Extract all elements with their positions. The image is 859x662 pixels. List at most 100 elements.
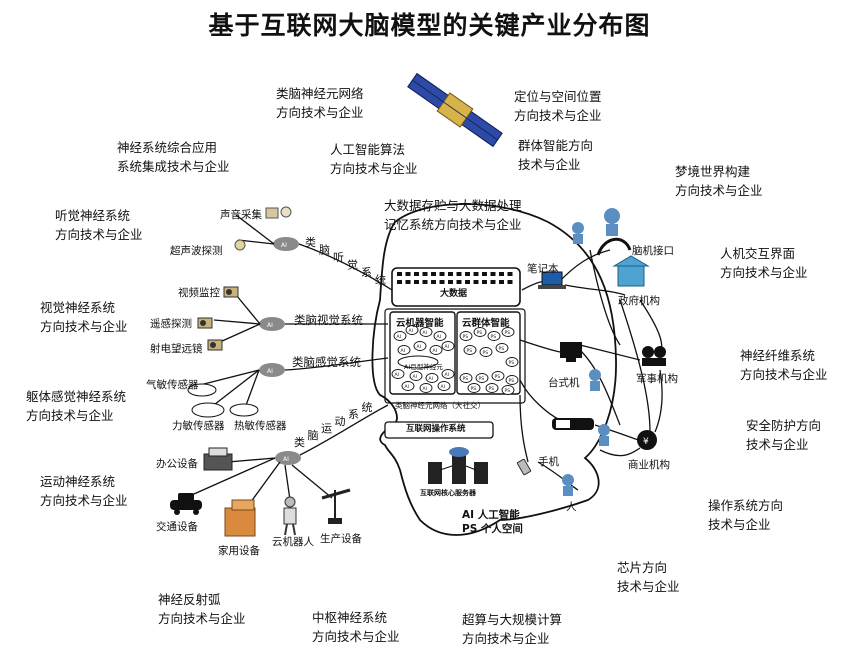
svg-text:AI: AI (283, 456, 289, 463)
brain-bigdata: 大数据 (440, 289, 468, 299)
pathway-char: 脑 (319, 244, 330, 257)
satellite-icon (407, 72, 503, 148)
brain-core-server: 互联网核心服务器 (420, 489, 476, 497)
bigdata-block (490, 272, 496, 276)
military-icon (642, 346, 666, 366)
pathway-auditory: 类脑听觉系统 (305, 235, 386, 287)
neuron-node (409, 371, 423, 381)
neuron-node (393, 331, 407, 341)
pathway-char: 运 (321, 422, 332, 435)
hub-motor (275, 451, 301, 465)
industry-somato: 躯体感觉神经系统方向技术与企业 (26, 389, 127, 423)
pathway-motor: 类脑运动系统 (294, 401, 373, 449)
pathway-char: 脑 (308, 429, 319, 442)
neuron-node (419, 383, 433, 393)
person-icon-head (562, 474, 574, 486)
giant-neuron (397, 355, 439, 369)
node-production: 生产设备 (320, 533, 362, 545)
bigdata-block (405, 272, 411, 276)
bigdata-block (456, 272, 462, 276)
bigdata-box (391, 267, 521, 307)
bigdata-block (507, 280, 513, 284)
notebook-icon (538, 271, 566, 289)
pathway-char: 统 (362, 401, 373, 414)
neuron-node-label: AI (445, 344, 449, 350)
svg-text:AI: AI (281, 242, 287, 249)
gov-building-icon (612, 255, 650, 287)
neuron-node-label: PS (499, 346, 505, 352)
neuron-node (475, 373, 489, 383)
neuron-net-box (384, 308, 526, 404)
bigdata-block (431, 272, 436, 276)
node-commerce: 商业机构 (628, 459, 670, 471)
node-phone: 手机 (538, 456, 559, 468)
bigdata-block (414, 280, 419, 284)
industry-chip: 芯片方向技术与企业 (617, 560, 680, 594)
head-outline (371, 203, 617, 536)
neuron-node (505, 357, 519, 367)
pathway-char: 统 (375, 274, 386, 287)
neuron-node (441, 369, 455, 379)
node-remote: 遥感探测 (150, 318, 192, 330)
neuron-node-label: AI (445, 372, 449, 378)
person-icon-body (607, 224, 617, 234)
neuron-node (501, 327, 515, 337)
brain-ai-giant: AI巨型神经元 (404, 363, 443, 371)
industry-dreamworld: 梦境世界构建方向技术与企业 (675, 164, 763, 198)
node-office: 办公设备 (156, 458, 198, 470)
neuron-node (433, 331, 447, 341)
neuron-node (485, 383, 499, 393)
neuron-node (391, 369, 405, 379)
neuron-node-label: PS (505, 388, 511, 394)
neuron-node-label: PS (463, 376, 469, 382)
camera-icon (223, 286, 239, 298)
pathway-char: 类 (305, 235, 316, 249)
page-title: 基于互联网大脑模型的关键产业分布图 (208, 11, 651, 40)
bigdata-block (422, 280, 428, 284)
neuron-node-label: AI (423, 330, 427, 336)
bigdata-block (465, 280, 470, 284)
telescope-icon (207, 339, 223, 351)
neuron-node-label: AI (401, 348, 405, 354)
bigdata-block (397, 272, 402, 276)
industry-motor: 运动神经系统方向技术与企业 (40, 474, 128, 508)
node-home: 家用设备 (218, 545, 260, 557)
neuron-node (463, 345, 477, 355)
neuron-node-label: PS (491, 334, 497, 340)
neuron-node-label: PS (467, 348, 473, 354)
brain-cloud-machine: 云机器智能 (396, 318, 444, 329)
hub-auditory (273, 237, 299, 251)
industry-auditory: 听觉神经系统方向技术与企业 (55, 208, 143, 242)
industry-reflex: 神经反射弧方向技术与企业 (158, 592, 246, 626)
neuron-node (441, 341, 455, 351)
person-icons (562, 212, 618, 496)
node-ultrasound: 超声波探测 (170, 245, 223, 257)
core-server-icon (428, 447, 488, 484)
industry-nerve-fiber: 神经纤维系统方向技术与企业 (740, 348, 828, 382)
neuron-node (397, 345, 411, 355)
neuron-node-label: AI (433, 348, 437, 354)
industry-positioning: 定位与空间位置方向技术与企业 (514, 89, 602, 123)
neuron-node (459, 373, 473, 383)
os-box (384, 421, 494, 439)
bigdata-block (499, 280, 504, 284)
industry-brain-neuron-net: 类脑神经元网络方向技术与企业 (276, 86, 364, 120)
desktop-icon (560, 342, 582, 362)
neuron-node (479, 347, 493, 357)
bigdata-block (422, 272, 428, 276)
bigdata-block (499, 272, 504, 276)
industry-ai-algorithm: 人工智能算法方向技术与企业 (330, 142, 418, 176)
remote-sensing-icon (197, 317, 213, 329)
bigdata-blocks (397, 272, 513, 284)
industry-visual: 视觉神经系统方向技术与企业 (40, 300, 128, 334)
neuron-node-label: PS (463, 334, 469, 340)
pathway-char: 动 (335, 415, 346, 428)
svg-text:AI: AI (267, 368, 273, 375)
svg-text:¥: ¥ (643, 437, 649, 447)
neuron-node-label: AI (397, 334, 401, 340)
neuron-node-label: PS (489, 386, 495, 392)
industry-supercomp: 超算与大规模计算方向技术与企业 (462, 612, 563, 646)
pathway-char: 类 (294, 435, 305, 449)
person-icon-body (573, 234, 583, 244)
